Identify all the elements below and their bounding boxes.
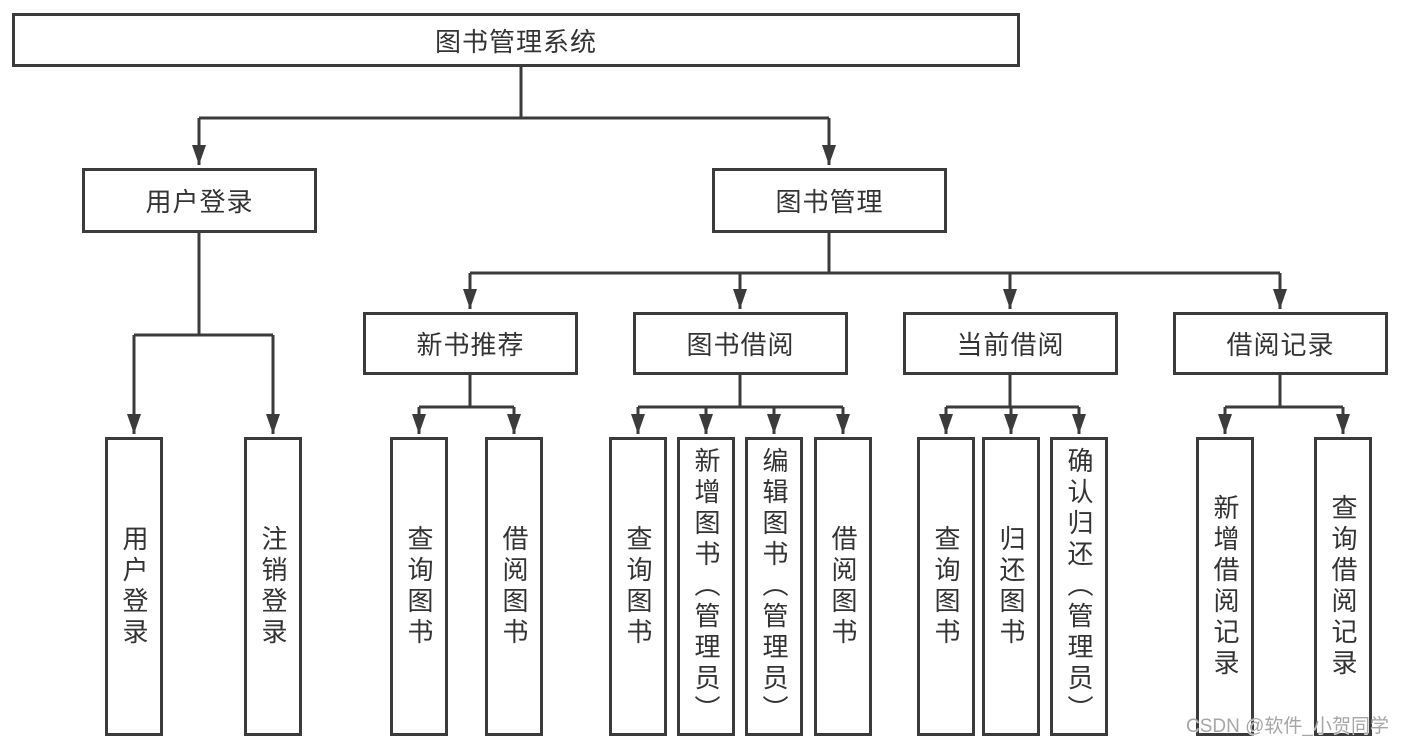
connector-current-borrow-stem bbox=[946, 375, 1079, 409]
leaf-query-borrow-record: 查询借阅记录 bbox=[1314, 437, 1372, 736]
leaf-edit-book-admin-label: 编辑图书（管理员） bbox=[759, 447, 789, 726]
leaf-query-books-recommend: 查询图书 bbox=[390, 437, 448, 736]
connector-borrow-records-stem bbox=[1225, 375, 1343, 409]
leaf-query-books-borrow: 查询图书 bbox=[609, 437, 667, 736]
leaf-borrow-books-label: 借阅图书 bbox=[828, 524, 858, 649]
node-borrowing-records: 借阅记录 bbox=[1173, 312, 1388, 375]
leaf-add-borrow-record-label: 新增借阅记录 bbox=[1210, 493, 1240, 680]
node-book-management-branch: 图书管理 bbox=[712, 168, 947, 233]
leaf-return-book: 归还图书 bbox=[982, 437, 1040, 736]
node-book-borrowing: 图书借阅 bbox=[633, 312, 848, 375]
node-current-borrowing: 当前借阅 bbox=[903, 312, 1118, 375]
connector-book-management-stem bbox=[470, 233, 1280, 275]
node-user-login-branch: 用户登录 bbox=[82, 168, 317, 233]
leaf-add-book-admin-label: 新增图书（管理员） bbox=[691, 447, 721, 726]
leaf-query-books-borrow-label: 查询图书 bbox=[623, 524, 653, 649]
leaf-return-book-label: 归还图书 bbox=[996, 524, 1026, 649]
leaf-borrow-books-recommend-label: 借阅图书 bbox=[499, 524, 529, 649]
leaf-confirm-return-admin: 确认归还（管理员） bbox=[1050, 437, 1108, 736]
leaf-query-books-current-label: 查询图书 bbox=[931, 524, 961, 649]
leaf-add-borrow-record: 新增借阅记录 bbox=[1196, 437, 1254, 736]
leaf-add-book-admin: 新增图书（管理员） bbox=[677, 437, 735, 736]
leaf-confirm-return-admin-label: 确认归还（管理员） bbox=[1064, 447, 1094, 726]
leaf-borrow-books-recommend: 借阅图书 bbox=[485, 437, 543, 736]
connector-root-stem bbox=[199, 67, 829, 120]
leaf-edit-book-admin: 编辑图书（管理员） bbox=[745, 437, 803, 736]
leaf-user-login: 用户登录 bbox=[105, 437, 163, 736]
connector-book-borrow-stem bbox=[638, 375, 843, 409]
node-new-book-recommend: 新书推荐 bbox=[363, 312, 578, 375]
leaf-logout-label: 注销登录 bbox=[258, 524, 288, 649]
connector-new-book-stem bbox=[419, 375, 514, 409]
leaf-logout: 注销登录 bbox=[244, 437, 302, 736]
leaf-user-login-label: 用户登录 bbox=[119, 524, 149, 649]
leaf-query-borrow-record-label: 查询借阅记录 bbox=[1328, 493, 1358, 680]
connector-user-login-stem bbox=[134, 233, 273, 337]
leaf-borrow-books: 借阅图书 bbox=[814, 437, 872, 736]
leaf-query-books-current: 查询图书 bbox=[917, 437, 975, 736]
leaf-query-books-recommend-label: 查询图书 bbox=[404, 524, 434, 649]
watermark: CSDN @软件_小贺同学 bbox=[1186, 716, 1389, 737]
node-root: 图书管理系统 bbox=[12, 13, 1020, 67]
